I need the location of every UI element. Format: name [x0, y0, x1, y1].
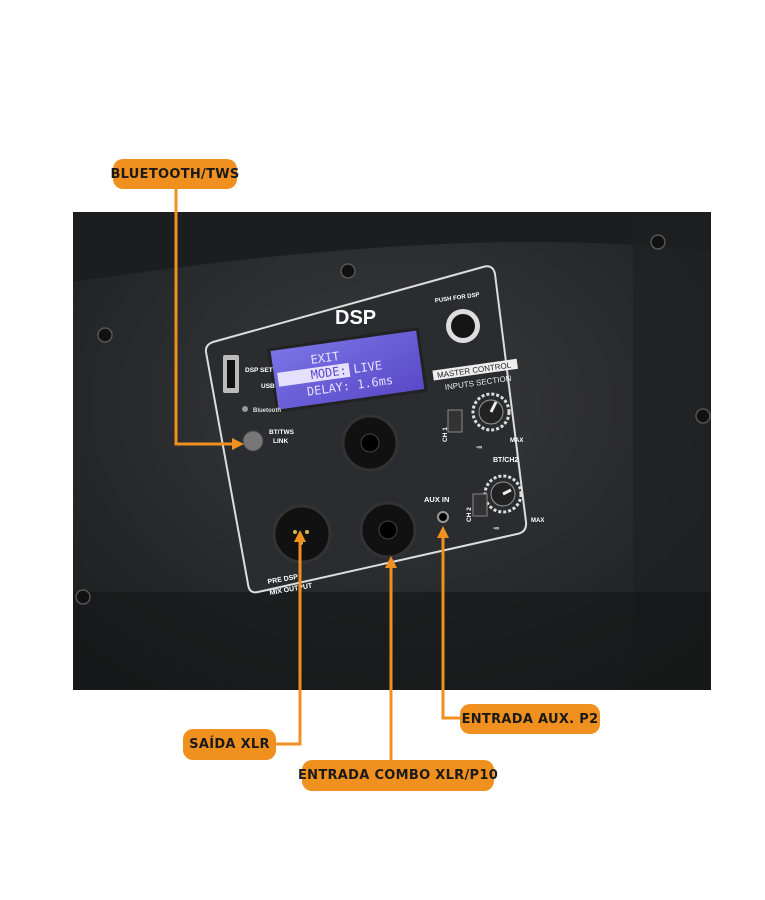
link-label: LINK — [273, 438, 288, 445]
ch2-label: CH 2 — [466, 507, 473, 522]
ch1-label: CH 1 — [442, 427, 449, 442]
bluetooth-led — [242, 406, 248, 412]
screw-icons — [75, 234, 711, 605]
callout-xlr-output: SAÍDA XLR — [183, 729, 276, 760]
speaker-panel-photo: EXIT MODE: LIVE DELAY: 1.6ms DSP PUSH FO… — [73, 212, 711, 690]
svg-text:MODE:: MODE: — [310, 363, 348, 382]
bt-ch2-label: BT/CH2 — [493, 457, 518, 464]
bluetooth-label: Bluetooth — [253, 408, 281, 414]
aux-in-label: AUX IN — [424, 495, 449, 504]
callout-bluetooth-tws: BLUETOOTH/TWS — [110, 159, 239, 189]
combo-jack-ch2[interactable] — [359, 501, 417, 559]
bt-tws-label: BT/TWS — [269, 429, 295, 436]
combo-jack-ch1[interactable] — [341, 414, 399, 472]
max-label: MAX — [531, 518, 544, 524]
dsp-set-label: DSP SET — [245, 367, 273, 374]
usb-label: USB — [261, 383, 275, 390]
bt-tws-link-button[interactable] — [242, 430, 264, 452]
svg-text:EXIT: EXIT — [310, 349, 341, 367]
dsp-title: DSP — [335, 307, 376, 329]
min-label: -∞ — [493, 526, 499, 532]
min-label: -∞ — [476, 445, 482, 451]
callout-combo-input: ENTRADA COMBO XLR/P10 — [298, 760, 498, 791]
svg-text:LIVE: LIVE — [352, 358, 383, 376]
callout-aux-input: ENTRADA AUX. P2 — [460, 704, 600, 734]
xlr-output-jack[interactable] — [272, 504, 332, 564]
max-label: MAX — [510, 438, 523, 444]
ch2-mic-line-switch[interactable] — [472, 493, 488, 517]
aux-in-jack[interactable] — [437, 511, 449, 523]
ch1-volume-scale — [471, 392, 511, 432]
lcd-display: EXIT MODE: LIVE DELAY: 1.6ms — [267, 327, 428, 413]
ch1-mic-line-switch[interactable] — [447, 409, 463, 433]
